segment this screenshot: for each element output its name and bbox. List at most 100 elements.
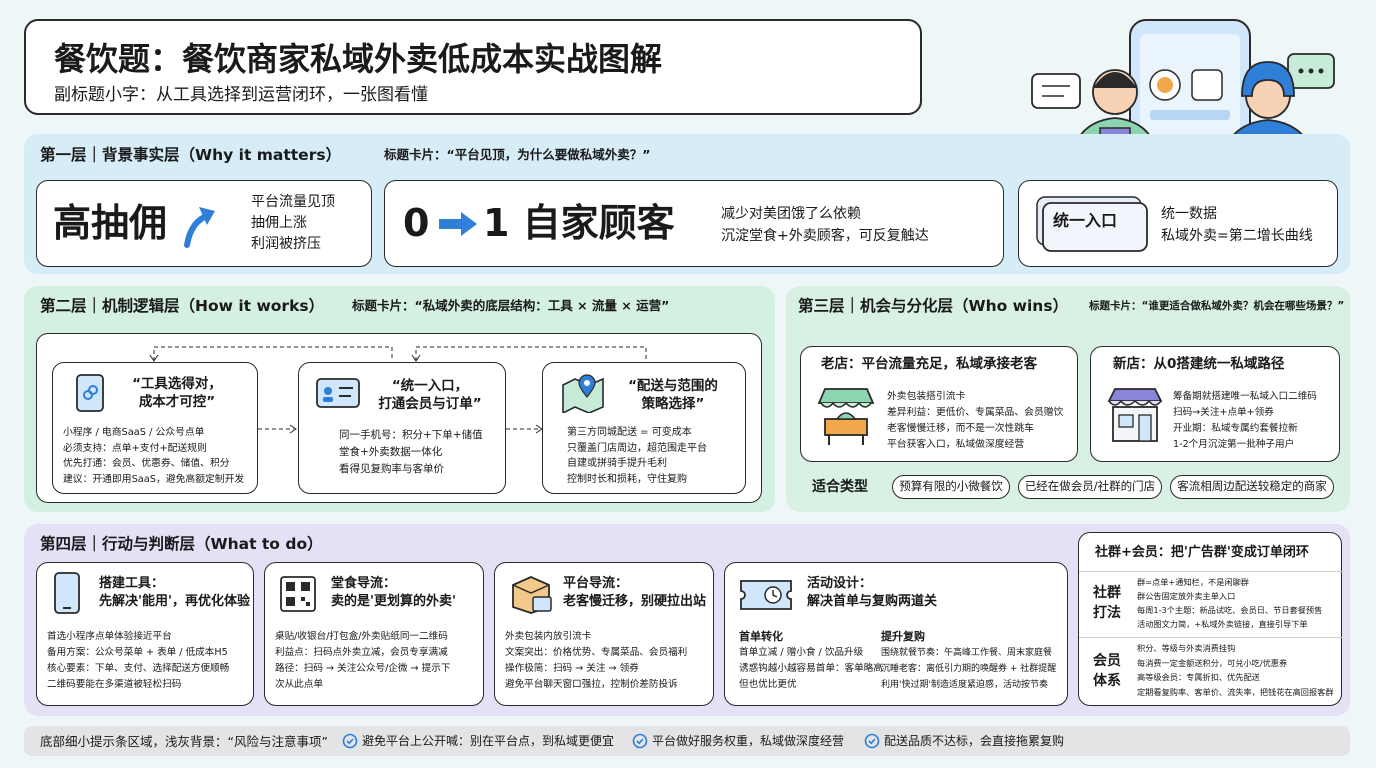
delivery-box-title: “配送与范围的 策略选择” [613, 377, 733, 413]
delivery-box-lines: 第三方同城配送 = 可变成本 只覆盖门店周边，超范围走平台 自建或拼骑手提升毛利… [567, 425, 707, 487]
mechanism-entry-box: “统一入口， 打通会员与订单” 同一手机号：积分+下单+储值 堂食+外卖数据一体… [298, 362, 506, 494]
new-store-lines: 筹备期就搭建唯一私域入口二维码 扫码→关注+点单+领券 开业期：私域专属约套餐拉… [1173, 389, 1317, 453]
layer2-card-title: 标题卡片：“私域外卖的底层结构：工具 × 流量 × 运营” [352, 298, 670, 313]
social-group-label: 社群 打法 [1093, 583, 1121, 623]
right-arrow-icon [439, 212, 477, 236]
action-tool-title-line: 先解决'能用'，再优化体验 [99, 594, 250, 609]
action-tool-line: 首选小程序点单体验接近平台 [47, 631, 172, 642]
action-campaign-title: 活动设计： 解决首单与复购两道关 [807, 575, 937, 611]
page-subtitle: 副标题小字：从工具选择到运营闭环，一张图看懂 [54, 85, 428, 105]
unified-entry-tag: 统一入口 [1053, 211, 1118, 230]
smartphone-icon [54, 572, 80, 614]
footer-label: 底部细小提示条区域，浅灰背景：“风险与注意事项” [40, 734, 328, 749]
layer1-card-title: 标题卡片：“平台见顶，为什么要做私域外卖？” [384, 147, 651, 162]
member-system-line: 高等级会员：专属折扣、优先配送 [1137, 672, 1260, 682]
phone-link-icon [76, 374, 104, 412]
action-dinein-line: 路径：扫码 → 关注公众号/企微 → 提示下 [275, 663, 451, 674]
old-store-line: 差异利益：更低价、专属菜品、会员赠饮 [887, 407, 1064, 418]
campaign-col2-line: 利用'快过期'制造适度紧迫感，活动按节奏 [881, 680, 1048, 690]
title-card: 餐饮题：餐饮商家私域外卖低成本实战图解 副标题小字：从工具选择到运营闭环，一张图… [24, 19, 922, 115]
own-customers-card: 0 1 自家顾客 减少对美团饿了么依赖 沉淀堂食+外卖顾客，可反复触达 [384, 180, 1004, 267]
high-commission-text: 高抽佣 [53, 201, 168, 245]
unified-entry-lines: 统一数据 私域外卖=第二增长曲线 [1161, 203, 1313, 247]
social-group-label-line: 打法 [1093, 605, 1121, 621]
member-system-label: 会员 体系 [1093, 651, 1121, 691]
action-dinein-lines: 桌贴/收银台/打包盒/外卖贴纸同一二维码 利益点：扫码点外卖立减，会员专享满减 … [275, 629, 450, 693]
action-tool-line: 核心要素：下单、支付、选择配送方便顺畅 [47, 663, 230, 674]
c3-line: 私域外卖=第二增长曲线 [1161, 228, 1313, 244]
social-divider [1079, 571, 1343, 572]
action-tool-lines: 首选小程序点单体验接近平台 备用方案：公众号菜单 + 表单 / 低成本H5 核心… [47, 629, 229, 693]
entry-box-title: “统一入口， 打通会员与订单” [365, 377, 495, 413]
delivery-box-line: 自建或拼骑手提升毛利 [567, 458, 667, 469]
entry-box-line: 看得见复购率与客单价 [339, 463, 444, 475]
flow-connectors [149, 346, 647, 434]
mechanism-tool-box: “工具选得对， 成本才可控” 小程序 / 电商SaaS / 公众号点单 必须支持… [52, 362, 258, 494]
unified-entry-card: 统一入口 统一数据 私域外卖=第二增长曲线 [1018, 180, 1338, 267]
footer-item: 平台做好服务权重，私域做深度经营 [652, 734, 845, 748]
action-platform-line: 外卖包装内放引流卡 [505, 631, 592, 642]
entry-box-title-line: 打通会员与订单” [378, 396, 482, 412]
coupon-clock-icon [740, 580, 792, 610]
entry-box-title-line: “统一入口， [391, 378, 469, 394]
old-store-line: 老客慢慢迁移，而不是一次性跳车 [887, 423, 1034, 434]
layer3-heading: 第三层｜机会与分化层（Who wins） [798, 297, 1069, 315]
action-tool-line: 二维码要能在多渠道被轻松扫码 [47, 679, 182, 690]
footer-bar [24, 726, 1350, 756]
own-customer-text: 1 自家顾客 [483, 201, 675, 245]
tool-box-line: 建议：开通即用SaaS，避免高额定制开发 [63, 473, 245, 485]
tool-box-lines: 小程序 / 电商SaaS / 公众号点单 必须支持：点单+支付+配送规则 优先打… [63, 425, 244, 487]
social-member-title: 社群+会员：把'广告群'变成订单闭环 [1095, 545, 1309, 560]
new-store-line: 1-2个月沉淀第一批种子用户 [1173, 439, 1295, 450]
chat-bubble-left [1031, 73, 1081, 109]
entry-box-lines: 同一手机号：积分+下单+储值 堂食+外卖数据一体化 看得见复购率与客单价 [339, 427, 483, 478]
c1-line: 利润被挤压 [251, 236, 321, 252]
entry-box-line: 同一手机号：积分+下单+储值 [339, 429, 483, 441]
action-tool-title-line: 搭建工具： [99, 576, 165, 591]
member-system-label-line: 体系 [1093, 673, 1121, 689]
new-store-line: 筹备期就搭建唯一私域入口二维码 [1173, 391, 1317, 402]
action-platform-card: 平台导流： 老客慢迁移，别硬拉出站 外卖包装内放引流卡 文案突出：价格优势、专属… [494, 562, 714, 706]
action-platform-title-line: 平台导流： [563, 576, 629, 591]
action-dinein-title-line: 堂食导流： [331, 576, 397, 591]
c1-line: 抽佣上涨 [251, 215, 307, 231]
campaign-col2-line: 沉睡老客：离低引力期的唤醒券 + 社群提醒 [881, 664, 1057, 674]
action-campaign-col1: 首单转化 首单立减 / 赠小食 / 饮品升级 诱惑钩越小越容易首单：客单略高 但… [739, 629, 883, 693]
action-tool-card: 搭建工具： 先解决'能用'，再优化体验 首选小程序点单体验接近平台 备用方案：公… [36, 562, 254, 706]
fit-type-label: 适合类型 [812, 479, 868, 495]
action-dinein-title-line: 卖的是'更划算的外卖' [331, 594, 456, 609]
action-dinein-line: 利益点：扫码点外卖立减，会员专享满减 [275, 647, 448, 658]
new-store-card: 新店：从0搭建统一私域路径 筹备期就搭建唯一私域入口二维码 扫码→关注+点单+领… [1090, 346, 1340, 462]
delivery-box-line: 只覆盖门店周边，超范围走平台 [567, 442, 707, 454]
action-dinein-title: 堂食导流： 卖的是'更划算的外卖' [331, 575, 456, 611]
tool-box-line: 优先打通：会员、优惠券、储值、积分 [63, 458, 230, 469]
tool-box-title: “工具选得对， 成本才可控” [117, 375, 237, 411]
food-stall-icon [817, 388, 875, 445]
campaign-col1-line: 但也优比更优 [739, 679, 797, 690]
c2-line: 沉淀堂食+外卖顾客，可反复触达 [721, 228, 929, 244]
delivery-box-title-line: “配送与范围的 [628, 378, 718, 394]
c3-line: 统一数据 [1161, 206, 1217, 222]
action-platform-line: 避免平台聊天窗口强拉，控制价差防投诉 [505, 679, 678, 690]
social-group-line: 活动图文力简，+私域外卖链接，直接引导下单 [1137, 619, 1308, 629]
mechanism-delivery-box: “配送与范围的 策略选择” 第三方同城配送 = 可变成本 只覆盖门店周边，超范围… [542, 362, 746, 494]
layer3-card-title: 标题卡片：“谁更适合做私域外卖？机会在哪些场景？” [1089, 300, 1345, 312]
action-platform-line: 操作极简：扫码 → 关注 → 领券 [505, 663, 639, 674]
tool-box-title-line: “工具选得对， [132, 376, 222, 392]
action-platform-lines: 外卖包装内放引流卡 文案突出：价格优势、专属菜品、会员福利 操作极简：扫码 → … [505, 629, 687, 693]
layer4-heading: 第四层｜行动与判断层（What to do） [40, 535, 323, 553]
check-circle-icon [632, 733, 648, 749]
ticket-icon [1036, 196, 1148, 252]
social-group-lines: 群=点单+通知栏，不是闲聊群 群公告固定放外卖主单入口 每周1-3个主题：新品试… [1137, 575, 1322, 631]
check-circle-icon [342, 733, 358, 749]
campaign-col1-line: 诱惑钩越小越容易首单：客单略高 [739, 663, 883, 674]
old-store-card: 老店：平台流量充足，私域承接老客 外卖包装搭引流卡 差异利益：更低价、专属菜品、… [800, 346, 1078, 462]
campaign-col1-line: 首单立减 / 赠小食 / 饮品升级 [739, 647, 864, 658]
tool-box-title-line: 成本才可控” [138, 394, 216, 410]
member-divider [1079, 637, 1343, 638]
entry-box-line: 堂食+外卖数据一体化 [339, 446, 443, 458]
zero-text: 0 [403, 201, 430, 245]
member-system-line: 定期看复购率、客单价、流失率，把钱花在高回报客群 [1137, 686, 1334, 697]
action-dinein-card: 堂食导流： 卖的是'更划算的外卖' 桌贴/收银台/打包盒/外卖贴纸同一二维码 利… [264, 562, 484, 706]
new-store-line: 扫码→关注+点单+领券 [1173, 407, 1274, 418]
